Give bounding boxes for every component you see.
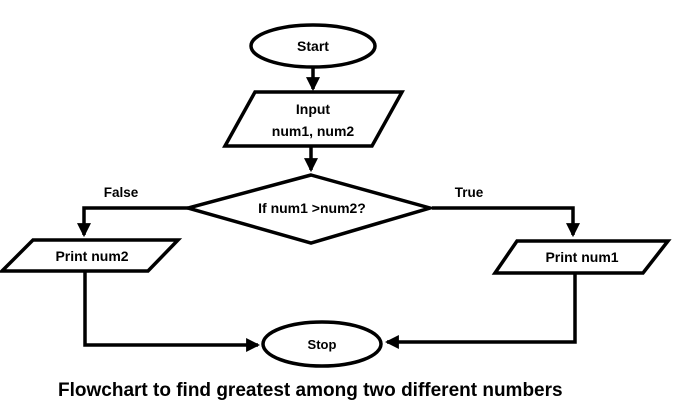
false-branch-label: False [104,185,139,200]
decision-label: If num1 >num2? [258,200,366,216]
print-num2-node [0,238,183,273]
input-label-line1: Input [296,101,331,117]
input-node [222,90,405,148]
start-node [249,23,377,69]
connector-false-branch [77,206,188,238]
print-num1-node [491,239,672,275]
input-label-line2: num1, num2 [272,123,355,139]
connector-printnum1-to-stop [384,273,577,349]
start-label: Start [297,38,329,54]
connector-printnum2-to-stop [83,271,261,352]
true-branch-label: True [455,185,484,200]
stop-label: Stop [308,337,337,352]
stop-node [261,320,383,368]
print-num2-label: Print num2 [55,248,128,264]
connector-true-branch [432,206,580,238]
decision-node [181,173,437,245]
print-num1-label: Print num1 [545,249,618,265]
flowchart-caption: Flowchart to find greatest among two dif… [58,380,563,401]
